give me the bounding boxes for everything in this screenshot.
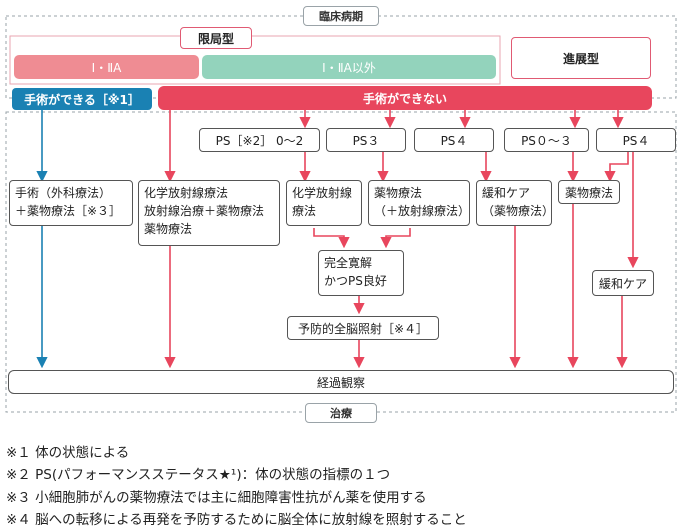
footnote-4: ※４ 脳への転移による再発を予防するために脳全体に放射線を照射すること [6, 512, 467, 528]
remission-box: 完全寛解 かつPS良好 [318, 250, 404, 296]
treatment-tag: 治療 [305, 403, 377, 423]
chemoradio-line-1: 化学放射線療法 [144, 186, 229, 200]
arrow-drug-remission [380, 228, 411, 249]
chemoradiation-box: 化学放射線 療法 [286, 180, 362, 226]
stage-1-2a-bar: Ⅰ・ⅡA [14, 55, 199, 79]
chemoradiation-line-2: 療法 [292, 204, 317, 218]
arrow-ps4b-drug [604, 152, 629, 183]
ps-0-3-box: PS０～３ [504, 128, 589, 152]
limited-type-label: 限局型 [180, 27, 252, 49]
footnote-1: ※１ 体の状態による [6, 445, 130, 461]
footnote-3: ※３ 小細胞肺がんの薬物療法では主に細胞障害性抗がん薬を使用する [6, 490, 427, 506]
chemoradio-line-3: 薬物療法 [144, 222, 193, 236]
surgery-possible-bar: 手術ができる［※1］ [12, 88, 152, 110]
observation-box: 経過観察 [8, 370, 674, 394]
clinical-stage-tag: 臨床病期 [303, 6, 379, 26]
limited-bracket [9, 35, 501, 85]
palliative-drug-line-1: 緩和ケア [482, 186, 531, 200]
surgery-box: 手術（外科療法） ＋薬物療法［※３］ [9, 180, 133, 226]
surgery-line-2: ＋薬物療法［※３］ [15, 204, 122, 218]
arrow-chemo-remission [313, 228, 350, 249]
palliative-care-box: 緩和ケア [592, 270, 654, 296]
footnote-2: ※２ PS(パフォーマンスステータス★¹)：体の状態の指標の１つ [6, 467, 391, 483]
remission-line-2: かつPS良好 [324, 274, 387, 288]
surgery-impossible-bar: 手術ができない [158, 86, 652, 110]
surgery-line-1: 手術（外科療法） [15, 186, 112, 200]
pci-box: 予防的全脳照射［※４］ [287, 316, 439, 340]
drug-radiation-box: 薬物療法 （＋放射線療法） [368, 180, 470, 226]
remission-line-1: 完全寛解 [324, 256, 373, 270]
drug-therapy-box: 薬物療法 [558, 180, 620, 204]
stage-other-bar: Ⅰ・ⅡA以外 [202, 55, 496, 79]
chemoradiotherapy-box: 化学放射線療法 放射線治療＋薬物療法 薬物療法 [138, 180, 280, 246]
ps-4-box-limited: PS４ [414, 128, 494, 152]
palliative-drug-line-2: （薬物療法） [482, 204, 555, 218]
chemoradiation-line-1: 化学放射線 [292, 186, 353, 200]
ps-4-box-extensive: PS４ [596, 128, 676, 152]
ps-3-box: PS３ [326, 128, 406, 152]
ps-0-2-box: PS［※2］ 0～2 [199, 128, 320, 152]
palliative-drug-box: 緩和ケア （薬物療法） [476, 180, 555, 226]
drug-radiation-line-2: （＋放射線療法） [374, 204, 471, 218]
extensive-type-label: 進展型 [511, 37, 651, 79]
chemoradio-line-2: 放射線治療＋薬物療法 [144, 204, 265, 218]
drug-radiation-line-1: 薬物療法 [374, 186, 423, 200]
